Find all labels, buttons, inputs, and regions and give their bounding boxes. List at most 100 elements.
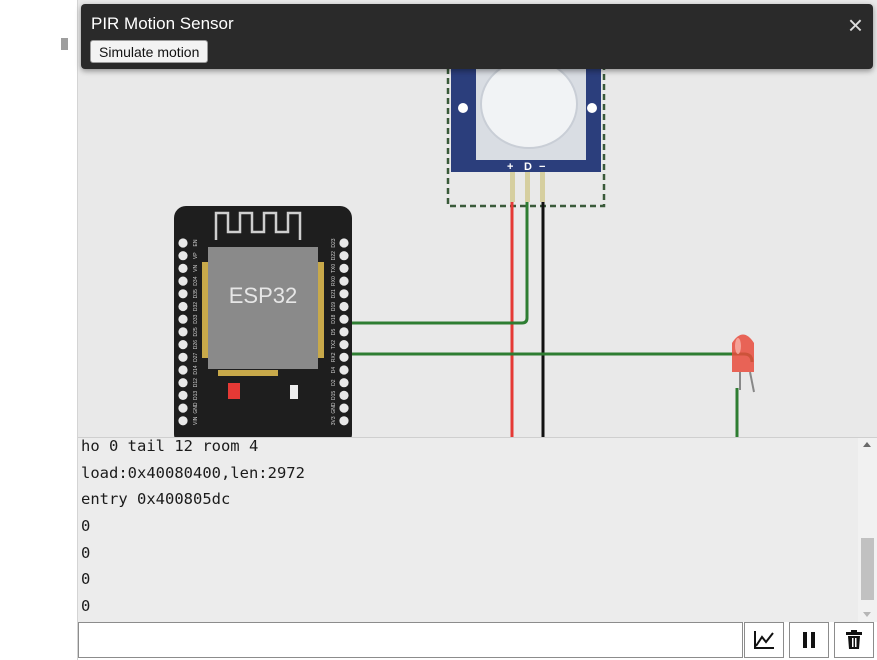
- wire-green-led: [344, 352, 754, 363]
- esp32-bottom-pads: [218, 370, 278, 376]
- esp32-chip: [208, 247, 318, 369]
- serial-line: load:0x40080400,len:2972: [81, 463, 305, 482]
- esp32-pin-label: TX2: [331, 340, 337, 349]
- esp32-pin-en[interactable]: [178, 238, 188, 248]
- esp32-pin-d18[interactable]: [339, 314, 349, 324]
- esp32-pin-label: D13: [193, 391, 199, 400]
- esp32-pin-label: D22: [331, 251, 337, 260]
- esp32-pin-label: 3V3: [331, 416, 337, 425]
- chart-icon: [754, 631, 774, 649]
- esp32-pin-d27[interactable]: [178, 352, 188, 362]
- simulation-canvas[interactable]: + D − ESP32: [78, 0, 877, 437]
- serial-line: 0: [81, 517, 91, 536]
- esp32-pin-label: D26: [193, 340, 199, 349]
- simulate-motion-button[interactable]: Simulate motion: [90, 40, 209, 63]
- pir-pin-gnd: [540, 172, 545, 202]
- esp32-pin-label: D32: [193, 302, 199, 311]
- esp32-power-led: [228, 383, 240, 399]
- wires[interactable]: [344, 202, 754, 437]
- esp32-pin-label: D2: [331, 379, 337, 386]
- esp32-pin-label: D14: [193, 365, 199, 374]
- esp32-pin-d14[interactable]: [178, 365, 188, 375]
- esp32-pin-d33[interactable]: [178, 314, 188, 324]
- esp32-pin-gnd[interactable]: [339, 403, 349, 413]
- wire-green-pir: [344, 202, 529, 325]
- pir-pin-vcc: [510, 172, 515, 202]
- esp32-pin-label: VN: [193, 265, 199, 272]
- clear-button[interactable]: [834, 622, 874, 658]
- esp32-pin-label: VP: [193, 252, 199, 259]
- led[interactable]: [732, 334, 755, 393]
- esp32-pin-label: D27: [193, 353, 199, 362]
- esp32-pin-d25[interactable]: [178, 327, 188, 337]
- pir-dome: [480, 59, 578, 149]
- esp32-pin-d22[interactable]: [339, 251, 349, 261]
- trash-icon: [846, 630, 862, 649]
- serial-line: entry 0x400805dc: [81, 490, 231, 509]
- esp32-pin-d32[interactable]: [178, 301, 188, 312]
- esp32-pin-label: D35: [193, 289, 199, 298]
- pir-hole-right: [587, 103, 597, 113]
- esp32-pin-3v3[interactable]: [339, 416, 349, 426]
- esp32-label: ESP32: [229, 283, 298, 308]
- esp32-pin-d12[interactable]: [178, 378, 188, 388]
- esp32-pin-d21[interactable]: [339, 289, 349, 299]
- esp32-pin-gnd[interactable]: [178, 403, 188, 413]
- serial-line: 0: [81, 543, 91, 562]
- esp32-pin-d23[interactable]: [339, 238, 349, 248]
- esp32-pin-rx0[interactable]: [339, 276, 349, 286]
- left-rail: [0, 0, 78, 660]
- pir-pin-d: D: [524, 161, 532, 173]
- esp32-pin-label: D5: [331, 328, 337, 335]
- pir-hole-left: [458, 103, 468, 113]
- esp32-pin-label: D25: [193, 327, 199, 336]
- led-highlight: [735, 338, 741, 354]
- esp32-pin-d5[interactable]: [339, 327, 349, 337]
- esp32-pin-d15[interactable]: [339, 390, 349, 400]
- esp32-pin-d2[interactable]: [339, 378, 349, 388]
- pause-button[interactable]: [789, 622, 829, 658]
- esp32-pin-label: D21: [331, 289, 337, 298]
- esp32-pin-label: D18: [331, 314, 337, 323]
- esp32-pin-label: D33: [193, 314, 199, 323]
- popup-title: PIR Motion Sensor: [91, 14, 234, 33]
- esp32-pin-label: D23: [331, 238, 337, 247]
- plotter-button[interactable]: [744, 622, 784, 658]
- esp32-pin-d19[interactable]: [339, 301, 349, 312]
- esp32-pin-tx0[interactable]: [339, 263, 349, 273]
- esp32-pin-label: GND: [193, 402, 199, 414]
- pir-pin-plus: +: [507, 161, 513, 173]
- pir-sensor[interactable]: + D −: [446, 58, 606, 208]
- esp32-pin-d26[interactable]: [178, 340, 188, 350]
- close-icon[interactable]: ×: [847, 10, 863, 40]
- esp32-button: [290, 385, 298, 399]
- esp32-left-pin-row: ENVPVND34D35D32D33D25D26D27D14D12D13GNDV…: [178, 238, 199, 426]
- scroll-up-arrow-icon[interactable]: [863, 442, 871, 447]
- esp32-pin-label: D4: [331, 367, 337, 374]
- scroll-thumb[interactable]: [861, 538, 874, 600]
- scroll-down-arrow-icon[interactable]: [863, 612, 871, 617]
- esp32-antenna: [214, 211, 302, 240]
- circuit-diagram: + D − ESP32: [174, 58, 755, 437]
- esp32-pin-d35[interactable]: [178, 289, 188, 299]
- serial-scrollbar[interactable]: [858, 438, 877, 623]
- esp32-pin-d34[interactable]: [178, 276, 188, 286]
- esp32-pin-d13[interactable]: [178, 390, 188, 400]
- serial-input[interactable]: [78, 622, 743, 658]
- esp32-pin-vin[interactable]: [178, 416, 188, 426]
- esp32-pin-tx2[interactable]: [339, 340, 349, 350]
- esp32-pin-d4[interactable]: [339, 365, 349, 375]
- esp32-board[interactable]: ESP32 ENVPVND34D35D32D33D25D26D27D14D12D…: [174, 206, 352, 437]
- esp32-pin-label: D15: [331, 391, 337, 400]
- esp32-pin-label: TX0: [331, 264, 337, 273]
- drag-handle[interactable]: [61, 38, 68, 50]
- esp32-pin-vn[interactable]: [178, 263, 188, 273]
- esp32-pin-rx2[interactable]: [339, 352, 349, 362]
- esp32-pin-vp[interactable]: [178, 251, 188, 261]
- esp32-right-pin-row: D23D22TX0RX0D21D19D18D5TX2RX2D4D2D15GND3…: [331, 238, 349, 426]
- pir-sensor-popup: PIR Motion Sensor × Simulate motion: [81, 4, 873, 69]
- esp32-pin-label: EN: [193, 239, 199, 246]
- esp32-left-pads: [202, 262, 208, 358]
